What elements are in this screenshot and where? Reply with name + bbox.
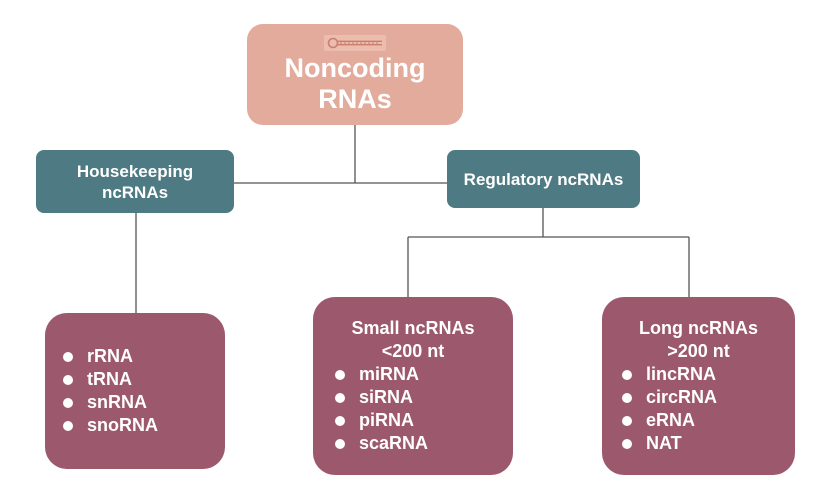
list-item: circRNA <box>622 386 717 409</box>
list-item: rRNA <box>63 345 158 368</box>
list-item-label: lincRNA <box>646 364 717 384</box>
root-title-line1: Noncoding <box>284 52 426 83</box>
list-item-label: scaRNA <box>359 433 429 453</box>
bullet-dot-icon <box>63 420 73 431</box>
list-item-label: NAT <box>646 433 682 453</box>
list-item-label: siRNA <box>359 387 414 407</box>
root-title-line2: RNAs <box>318 83 392 114</box>
list-item: snoRNA <box>63 414 158 437</box>
list-item: siRNA <box>335 386 428 409</box>
leaf-small-ncrnas: Small ncRNAs <200 nt miRNA siRNA piRNA s… <box>313 297 513 475</box>
list-item: scaRNA <box>335 432 428 455</box>
bullet-dot-icon <box>335 369 345 380</box>
list-item: NAT <box>622 432 717 455</box>
list-item-label: miRNA <box>359 364 420 384</box>
housekeeping-label-line2: ncRNAs <box>101 182 169 202</box>
leaf-long-ncrnas: Long ncRNAs >200 nt lincRNA circRNA eRNA… <box>602 297 795 475</box>
list-item: eRNA <box>622 409 717 432</box>
bullet-dot-icon <box>63 397 73 408</box>
bullet-dot-icon <box>63 374 73 385</box>
list-item-label: snoRNA <box>87 415 158 435</box>
list-item: lincRNA <box>622 363 717 386</box>
bullet-dot-icon <box>622 415 632 426</box>
root-node-noncoding-rnas: Noncoding RNAs <box>247 24 463 125</box>
list-item: snRNA <box>63 391 158 414</box>
list-item: miRNA <box>335 363 428 386</box>
regulatory-label: Regulatory ncRNAs <box>463 169 624 189</box>
bullet-dot-icon <box>622 438 632 449</box>
bullet-dot-icon <box>63 351 73 362</box>
list-item-label: rRNA <box>87 346 134 366</box>
bullet-dot-icon <box>335 392 345 403</box>
long-ncrnas-title: Long ncRNAs <box>639 318 758 338</box>
small-ncrnas-title: Small ncRNAs <box>351 318 475 338</box>
list-item: piRNA <box>335 409 428 432</box>
list-item-label: tRNA <box>87 369 132 389</box>
small-ncrnas-item-list: miRNA siRNA piRNA scaRNA <box>335 363 428 455</box>
list-item-label: circRNA <box>646 387 718 407</box>
list-item: tRNA <box>63 368 158 391</box>
housekeeping-item-list: rRNA tRNA snRNA snoRNA <box>63 345 158 437</box>
small-ncrnas-size: <200 nt <box>381 341 445 361</box>
leaf-housekeeping-list: rRNA tRNA snRNA snoRNA <box>45 313 225 469</box>
category-regulatory-ncrnas: Regulatory ncRNAs <box>447 150 640 208</box>
rna-hairpin-icon <box>324 34 386 51</box>
long-ncrnas-size: >200 nt <box>667 341 730 361</box>
bullet-dot-icon <box>622 369 632 380</box>
category-housekeeping-ncrnas: Housekeeping ncRNAs <box>36 150 234 213</box>
bullet-dot-icon <box>335 438 345 449</box>
housekeeping-label-line1: Housekeeping <box>76 161 194 181</box>
list-item-label: piRNA <box>359 410 414 430</box>
bullet-dot-icon <box>335 415 345 426</box>
list-item-label: snRNA <box>87 392 148 412</box>
long-ncrnas-item-list: lincRNA circRNA eRNA NAT <box>622 363 717 455</box>
bullet-dot-icon <box>622 392 632 403</box>
list-item-label: eRNA <box>646 410 696 430</box>
